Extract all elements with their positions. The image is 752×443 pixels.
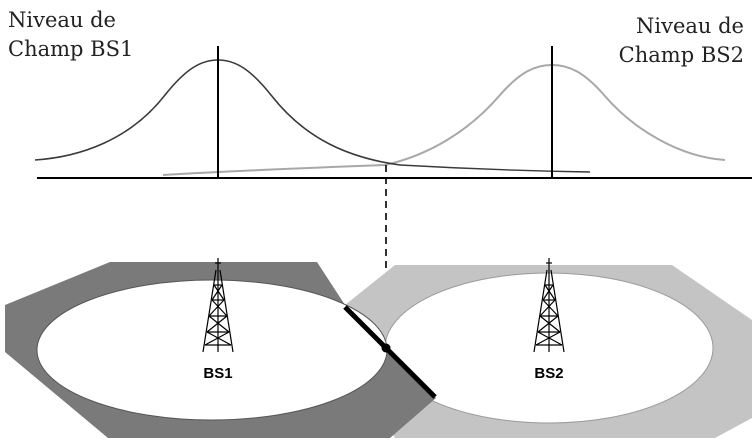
bs2-label-line-1: Niveau de [636, 14, 744, 38]
bs1-cell-coverage [36, 279, 388, 421]
bs1-label-line-1: Niveau de [8, 8, 116, 32]
bs1-field-level-label: Niveau de Champ BS1 [8, 6, 133, 64]
bs1-tower-icon [202, 258, 234, 353]
bs2-field-curve [384, 63, 726, 166]
bs2-field-tail [162, 164, 386, 176]
cell-boundary [343, 305, 437, 399]
handover-point [381, 343, 391, 353]
bs2-station-label: BS2 [534, 365, 563, 382]
bs1-field-tail [399, 164, 591, 173]
bs2-field-level-label: Niveau de Champ BS2 [619, 12, 744, 70]
bs1-label-line-2: Champ BS1 [8, 37, 134, 61]
bs1-station-label: BS1 [203, 365, 232, 382]
bs2-label-line-2: Champ BS2 [618, 43, 744, 67]
bs2-tower-icon [533, 258, 565, 353]
